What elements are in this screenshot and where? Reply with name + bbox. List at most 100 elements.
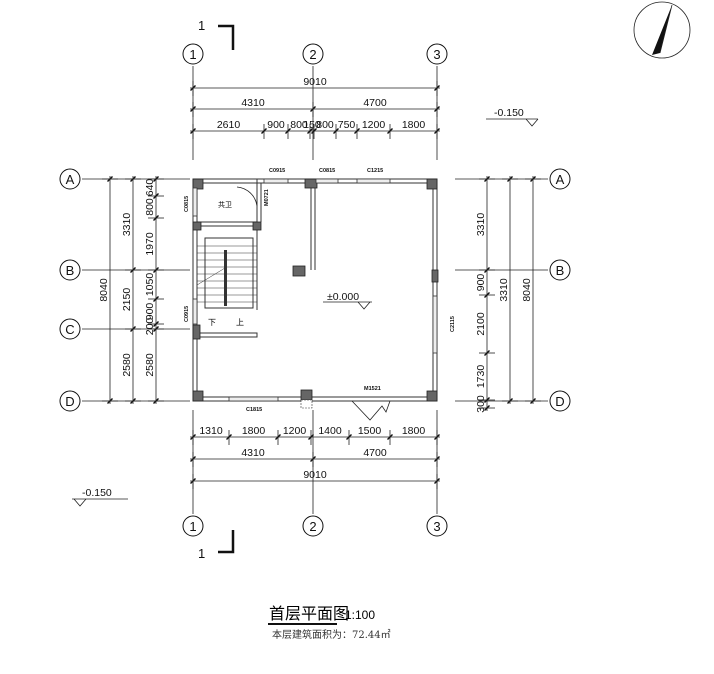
axis-bubble-1-bottom: 1 [182,515,204,537]
svg-text:1: 1 [198,546,205,561]
dimension-value: 4700 [363,97,387,109]
window-label: C1815 [246,407,262,413]
dimension-value: 1800 [402,119,426,131]
dimension-value: 800 [144,198,156,216]
dimension-chain-bottom_overall: 9010 [190,469,440,489]
dimension-value: 2580 [144,353,156,377]
dimension-value: 4310 [241,447,265,459]
dimension-chain-left_overall: 8040 [98,176,118,404]
axis-bubble-D-right: D [549,390,571,412]
dimension-value: 1200 [362,119,386,131]
dimension-value: 900 [475,274,487,292]
axis-bubble-B-right: B [549,259,571,281]
svg-text:C: C [65,322,74,337]
dimension-chain-top_axes: 4310 4700 [190,97,440,117]
dimension-value: 8040 [521,278,533,302]
svg-text:1: 1 [189,47,196,62]
axis-bubble-2-top: 2 [302,43,324,65]
svg-text:1: 1 [198,18,205,33]
dimension-value: 900 [144,303,156,321]
axis-bubble-A-right: A [549,168,571,190]
axis-bubble-2-bottom: 2 [302,515,324,537]
axis-bubble-3-bottom: 3 [426,515,448,537]
dimension-chain-top_overall: 9010 [190,76,440,96]
stair-up-label: 上 [236,318,244,327]
window-label: C0915 [269,168,285,174]
window-label: C1215 [367,168,383,174]
floor-area-note: 本层建筑面积为：72.44㎡ [272,628,391,641]
dimension-value: 150 [303,119,321,131]
room-label-toilet: 共卫 [218,200,232,209]
building-walls [192,178,439,421]
elevation-mark-outside-top: -0.150 [486,107,539,127]
svg-text:A: A [66,172,75,187]
axis-bubble-1-top: 1 [182,43,204,65]
dimension-value: 9010 [303,76,327,88]
svg-text:±0.000: ±0.000 [327,291,359,303]
svg-text:-0.150: -0.150 [82,487,112,499]
dimension-value: 2150 [121,288,133,312]
svg-text:D: D [65,394,74,409]
dimension-chain-right_overall: 8040 [521,176,541,404]
axis-bubble-3-top: 3 [426,43,448,65]
window-label: C0815 [184,196,190,212]
dimension-value: 2580 [121,353,133,377]
dimension-value: 2100 [475,312,487,336]
window-label: C2115 [450,316,456,332]
dimension-value: 3310 [121,213,133,237]
dimension-value: 1970 [144,232,156,256]
drawing-scale: 1:100 [345,608,375,622]
svg-text:3: 3 [433,519,440,534]
dimension-value: 8040 [98,278,110,302]
svg-text:3: 3 [433,47,440,62]
dimension-value: 300 [475,395,487,413]
dimension-value: 4700 [363,447,387,459]
dimension-value: 4730 [0,0,12,3]
dimension-value: 640 [144,179,156,197]
window-label: C0815 [319,168,335,174]
axis-bubble-C-left: C [59,318,81,340]
svg-text:2: 2 [309,519,316,534]
door-label: M0721 [264,189,270,206]
svg-text:B: B [66,263,75,278]
dimension-chain-right_detail: 3310 900 2100 1730 300 [475,176,495,413]
dimension-value: 1800 [402,425,426,437]
section-mark-bottom: 1 [198,530,235,561]
dimension-value: 750 [338,119,356,131]
window-label: C0915 [184,306,190,322]
door-label: M1521 [364,386,381,392]
dimension-value: 200 [144,318,156,336]
dimension-chain-left_axes: 3310 2150 2580 [121,176,141,404]
north-arrow-icon [633,1,691,59]
dimension-value: 1400 [318,425,342,437]
svg-text:A: A [556,172,565,187]
dimension-value: 800 [290,119,308,131]
dimension-value: 9010 [303,469,327,481]
stair-down-label: 下 [208,318,216,327]
dimension-value: 1500 [358,425,382,437]
dimension-chain-right_mid: 3310 4730 [0,0,518,404]
elevation-mark-outside-bottom: -0.150 [72,487,128,507]
dimension-value: 2610 [217,119,241,131]
dimension-value: 1730 [475,365,487,389]
dimension-chain-bottom_axes: 4310 4700 [190,447,440,467]
dimension-value: 800 [316,119,334,131]
section-mark-top: 1 [198,18,235,50]
dimension-value: 3310 [475,213,487,237]
axis-bubble-B-left: B [59,259,81,281]
svg-text:2: 2 [309,47,316,62]
svg-text:1: 1 [189,519,196,534]
svg-text:B: B [556,263,565,278]
svg-text:-0.150: -0.150 [494,107,524,119]
svg-text:D: D [555,394,564,409]
dimension-value: 1050 [144,273,156,297]
dimension-value: 4310 [241,97,265,109]
dimension-value: 3310 [498,278,510,302]
drawing-title: 首层平面图 [269,604,349,623]
